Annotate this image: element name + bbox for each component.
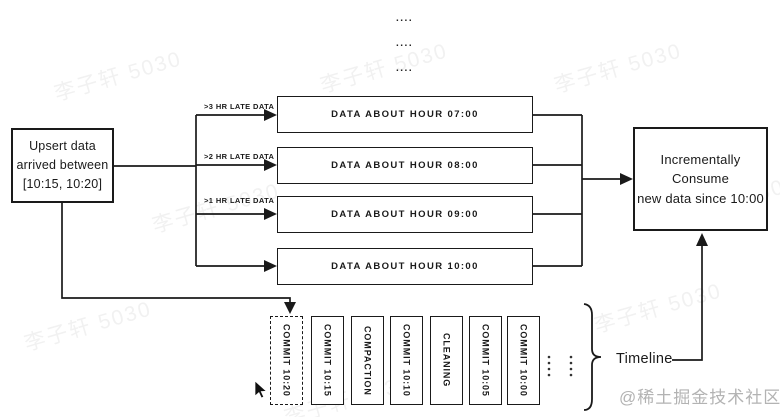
timeline-label: Timeline xyxy=(616,351,673,367)
partition-box-hour-0900: DATA ABOUT HOUR 09:00 xyxy=(277,196,533,233)
partition-box-hour-0800: DATA ABOUT HOUR 08:00 xyxy=(277,147,533,184)
compaction-box: COMPACTION xyxy=(351,316,384,405)
mouse-cursor-icon xyxy=(254,380,268,399)
arrowheads xyxy=(264,109,708,314)
late-data-label-3hr: >3 HR LATE DATA xyxy=(204,102,275,111)
commit-box-1020-inflight: COMMIT 10:20 xyxy=(270,316,303,405)
continuation-dots: .... xyxy=(396,38,414,49)
late-data-label-1hr: >1 HR LATE DATA xyxy=(204,196,275,205)
continuation-dots: .... xyxy=(396,63,414,74)
commit-box-1015: COMMIT 10:15 xyxy=(311,316,344,405)
incremental-consume-box: Incrementally Consume new data since 10:… xyxy=(633,127,768,231)
late-data-label-2hr: >2 HR LATE DATA xyxy=(204,152,275,161)
continuation-dots: .... xyxy=(396,13,414,24)
partition-box-hour-0700: DATA ABOUT HOUR 07:00 xyxy=(277,96,533,133)
cleaning-box: CLEANING xyxy=(430,316,463,405)
commit-box-1000: COMMIT 10:00 xyxy=(507,316,540,405)
attribution-text: @稀土掘金技术社区 xyxy=(619,388,780,407)
partition-box-hour-1000: DATA ABOUT HOUR 10:00 xyxy=(277,248,533,285)
commit-box-1010: COMMIT 10:10 xyxy=(390,316,423,405)
timeline-ellipsis-dots xyxy=(547,355,573,377)
commit-box-1005: COMMIT 10:05 xyxy=(469,316,502,405)
upsert-data-box: Upsert data arrived between [10:15, 10:2… xyxy=(11,128,114,203)
